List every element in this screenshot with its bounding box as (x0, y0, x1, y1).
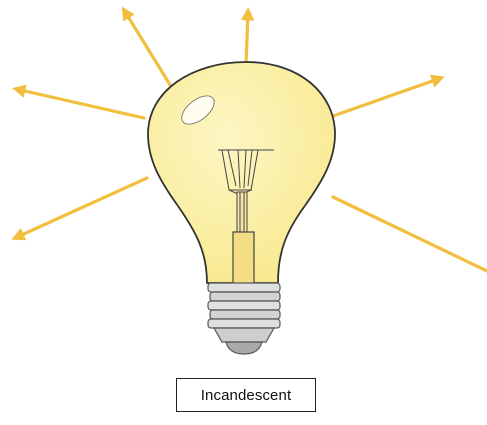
bulb-caption-label: Incandescent (201, 387, 291, 404)
light-ray-arrow-icon (15, 178, 147, 238)
bulb-caption-box: Incandescent (176, 378, 316, 412)
light-ray-arrow-icon (124, 10, 172, 88)
light-ray-arrow-icon (333, 197, 487, 271)
incandescent-light-bulb-icon (148, 62, 335, 354)
bulb-screw-base (208, 283, 280, 354)
light-ray-arrow-icon (246, 11, 248, 66)
light-ray-arrow-icon (333, 78, 441, 116)
bulb-stem (233, 232, 254, 284)
light-ray-arrow-icon (16, 89, 144, 118)
